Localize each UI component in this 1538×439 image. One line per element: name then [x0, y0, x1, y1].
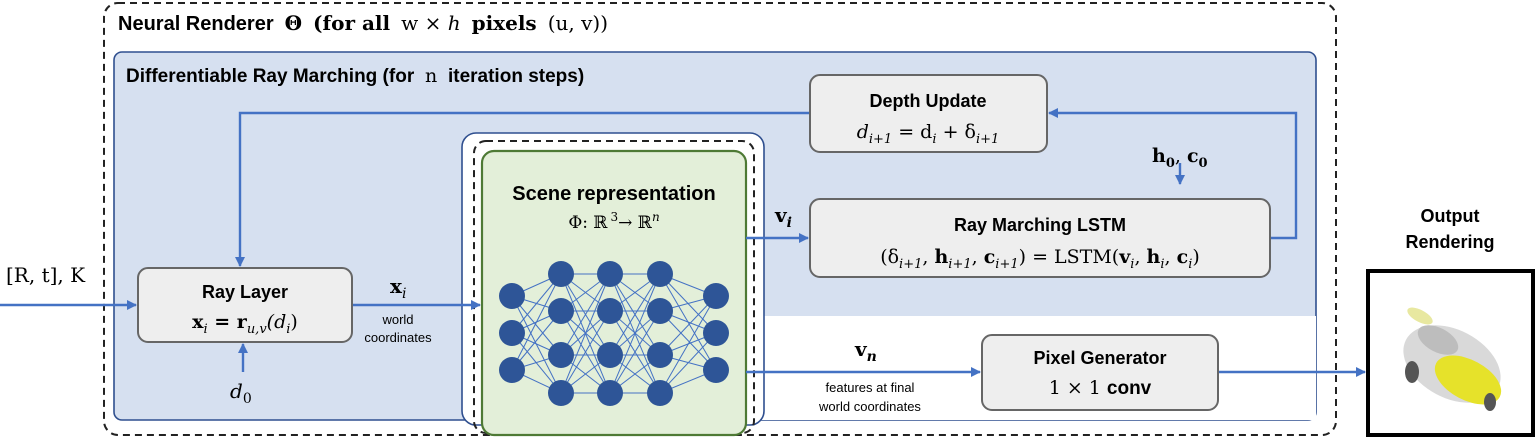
nn-node	[597, 261, 623, 287]
nn-node	[499, 283, 525, 309]
depth-update-box	[809, 74, 1048, 153]
nn-node	[647, 380, 673, 406]
nn-node	[647, 298, 673, 324]
depth-update-equation: di+1 = di + δi+1	[857, 121, 1000, 147]
vn-label: vn	[854, 337, 877, 365]
ray-marching-lstm-box	[809, 198, 1271, 278]
final-features-caption-1: features at final	[826, 380, 915, 395]
nn-edge	[560, 310, 611, 394]
nn-node	[548, 342, 574, 368]
nn-edge	[659, 295, 717, 394]
car-rendering-image	[1403, 307, 1502, 411]
nn-node	[499, 357, 525, 383]
outer-title: Neural Renderer Θ (for all w × h pixels …	[118, 11, 608, 35]
nn-node	[647, 342, 673, 368]
vi-label: vi	[774, 203, 792, 231]
neural-network-graphic	[499, 261, 729, 406]
depth-update-title: Depth Update	[870, 91, 987, 111]
nn-node	[597, 298, 623, 324]
pixel-generator-title: Pixel Generator	[1033, 348, 1166, 368]
nn-node	[703, 283, 729, 309]
nn-node	[548, 261, 574, 287]
lstm-to-depth-arrow	[1048, 108, 1298, 240]
nn-edge	[609, 273, 661, 356]
nn-node	[703, 320, 729, 346]
ray-layer-equation: xi = ru,v(di)	[192, 311, 298, 337]
nn-edge	[511, 273, 562, 371]
nn-node	[499, 320, 525, 346]
camera-params-label: [R, t], K	[6, 263, 86, 287]
scene-representation-box	[480, 149, 748, 437]
nn-node	[647, 261, 673, 287]
feedback-arrow	[235, 111, 809, 267]
pixel-generator-box	[981, 334, 1219, 411]
nn-edge	[560, 273, 611, 394]
ray-marching-title: Differentiable Ray Marching (for n itera…	[126, 65, 584, 87]
lstm-equation: (δi+1, hi+1, ci+1) = LSTM(vi, hi, ci)	[880, 246, 1200, 272]
xi-label: xi	[390, 274, 406, 302]
neural-renderer-region	[103, 2, 1337, 436]
nn-node	[548, 298, 574, 324]
nn-edge	[560, 273, 611, 356]
output-label-line2: Rendering	[1405, 232, 1494, 252]
lstm-title: Ray Marching LSTM	[954, 215, 1126, 235]
nn-node	[597, 380, 623, 406]
nn-node	[703, 357, 729, 383]
initial-state-label: h0, c0	[1152, 145, 1208, 171]
ray-layer-box	[137, 267, 353, 343]
world-coordinates-caption-2: coordinates	[364, 330, 432, 345]
nn-node	[548, 380, 574, 406]
nn-edge	[609, 273, 661, 394]
nn-edge	[609, 310, 661, 394]
scene-title: Scene representation	[512, 183, 715, 205]
ray-layer-title: Ray Layer	[202, 282, 288, 302]
nn-node	[597, 342, 623, 368]
nn-edge	[659, 310, 717, 371]
nn-edge	[659, 295, 717, 356]
d0-label: d0	[230, 379, 252, 407]
output-label-line1: Output	[1421, 206, 1480, 226]
final-features-caption-2: world coordinates	[818, 399, 921, 414]
world-coordinates-caption-1: world	[381, 312, 413, 327]
nn-edge	[659, 332, 717, 394]
